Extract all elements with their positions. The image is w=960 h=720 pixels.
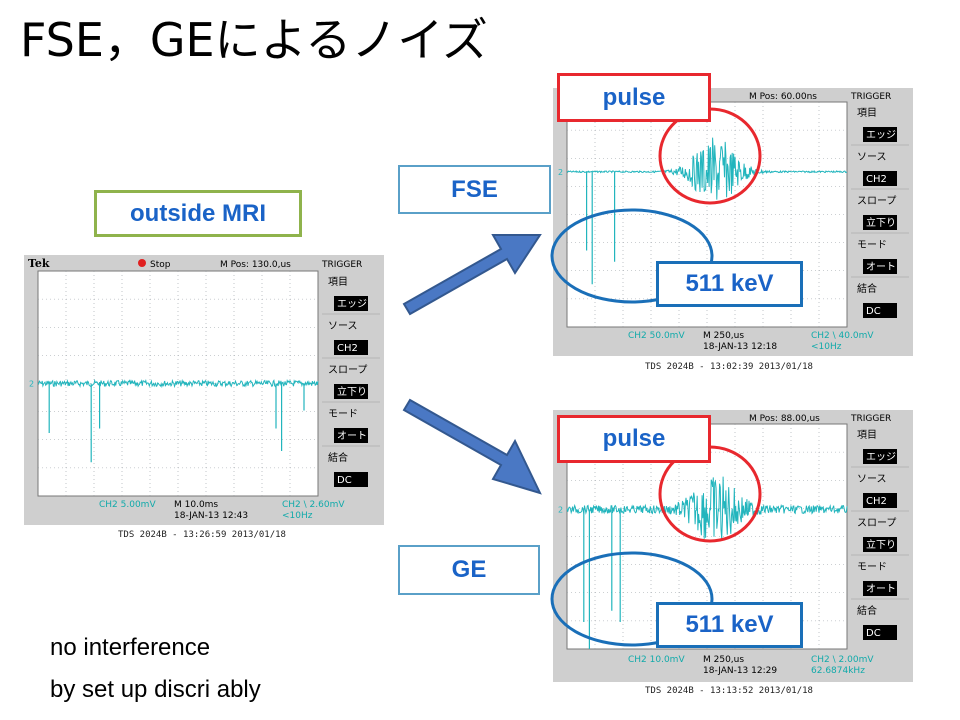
menu-value-box [334, 340, 368, 355]
signal-trace: 2 [29, 378, 319, 463]
menu-item: モード [857, 240, 887, 251]
trigger-level: CH2 \ 40.0mV [811, 331, 874, 341]
note-line-2: by set up discri ably [50, 676, 261, 703]
menu-value-box [863, 625, 897, 640]
menu-item: 結合 [857, 282, 877, 295]
menu-value-box [334, 384, 368, 399]
menu-value-box [863, 127, 897, 142]
caption-ge: TDS 2024B - 13:13:52 2013/01/18 [645, 686, 813, 696]
channel-scale: CH2 5.00mV [99, 500, 156, 510]
menu-item: 項目 [857, 429, 877, 441]
menu-value: エッジ [337, 299, 367, 310]
menu-value: DC [337, 475, 352, 486]
date-label: 18-JAN-13 12:18 [703, 342, 777, 352]
kev-label-fse: 511 keV [656, 261, 803, 307]
menu-value-box [863, 537, 897, 552]
menu-value-box [863, 581, 897, 596]
stop-icon [138, 259, 146, 267]
menu-value: CH2 [337, 343, 358, 354]
caption-fse: TDS 2024B - 13:02:39 2013/01/18 [645, 362, 813, 372]
menu-value-box [863, 215, 897, 230]
frequency-label: 62.6874kHz [811, 666, 865, 676]
menu-value-box [334, 296, 368, 311]
menu-value-box [863, 171, 897, 186]
menu-value: DC [866, 306, 881, 317]
mpos-label: M Pos: 88.00,us [749, 414, 820, 424]
kev-label-ge: 511 keV [656, 602, 803, 648]
channel-marker: 2 [558, 168, 563, 177]
trigger-label: TRIGGER [850, 414, 891, 424]
menu-value: 立下り [337, 385, 367, 398]
menu-item: スロープ [328, 364, 367, 376]
trigger-level: CH2 \ 2.60mV [282, 500, 345, 510]
menu-value: エッジ [866, 130, 896, 141]
trace-line [37, 378, 319, 389]
trigger-level: CH2 \ 2.00mV [811, 655, 874, 665]
menu-value-box [863, 493, 897, 508]
channel-marker: 2 [29, 380, 34, 389]
menu-item: モード [857, 562, 887, 573]
menu-value: 立下り [866, 216, 896, 229]
menu-value: 立下り [866, 538, 896, 551]
trigger-label: TRIGGER [321, 260, 362, 270]
caption-left: TDS 2024B - 13:26:59 2013/01/18 [118, 530, 286, 540]
menu-value: DC [866, 628, 881, 639]
menu-item: ソース [857, 474, 887, 485]
menu-item: 結合 [328, 451, 348, 464]
channel-marker: 2 [558, 506, 563, 515]
frequency-label: <10Hz [811, 342, 842, 352]
brand-label: Tek [28, 257, 50, 270]
pulse-label-fse: pulse [557, 73, 711, 122]
menu-value: オート [866, 583, 896, 595]
menu-value-box [334, 472, 368, 487]
menu-item: スロープ [857, 517, 896, 529]
menu-value-box [863, 303, 897, 318]
oscilloscope-fse: M Pos: 60.00ns TRIGGER 2 項目エッジソース CH2 スロープ… [553, 88, 913, 356]
menu-value-box [334, 428, 368, 443]
arrow-to-fse-icon [402, 234, 542, 316]
timebase-label: M 250,us [703, 655, 744, 665]
channel-scale: CH2 50.0mV [628, 331, 685, 341]
slide-title: FSE，GEによるノイズ [20, 13, 488, 67]
menu-item: スロープ [857, 195, 896, 207]
menu-item: ソース [328, 321, 358, 332]
date-label: 18-JAN-13 12:29 [703, 666, 777, 676]
run-state-label: Stop [150, 260, 171, 270]
menu-value: エッジ [866, 452, 896, 463]
menu-value: オート [866, 261, 896, 273]
menu-value-box [863, 449, 897, 464]
arrow-to-ge-icon [402, 398, 542, 495]
menu-item: モード [328, 409, 358, 420]
menu-item: 結合 [857, 604, 877, 617]
date-label: 18-JAN-13 12:43 [174, 511, 248, 521]
menu-value-box [863, 259, 897, 274]
menu-item: ソース [857, 152, 887, 163]
menu-value: オート [337, 430, 367, 442]
oscilloscope-left: Tek Stop M Pos: 130.0,us TRIGGER 2 項目エッジ… [24, 255, 384, 525]
timebase-label: M 10.0ms [174, 500, 218, 510]
ge-label: GE [398, 545, 540, 595]
outside-mri-label: outside MRI [94, 190, 302, 237]
pulse-label-ge: pulse [557, 415, 711, 463]
menu-item: 項目 [328, 276, 348, 288]
mpos-label: M Pos: 60.00ns [749, 92, 817, 102]
frequency-label: <10Hz [282, 511, 313, 521]
channel-scale: CH2 10.0mV [628, 655, 685, 665]
timebase-label: M 250,us [703, 331, 744, 341]
menu-item: 項目 [857, 107, 877, 119]
trigger-label: TRIGGER [850, 92, 891, 102]
mpos-label: M Pos: 130.0,us [220, 260, 291, 270]
note-line-1: no interference [50, 634, 211, 661]
menu-value: CH2 [866, 174, 887, 185]
menu-value: CH2 [866, 496, 887, 507]
fse-label: FSE [398, 165, 551, 214]
